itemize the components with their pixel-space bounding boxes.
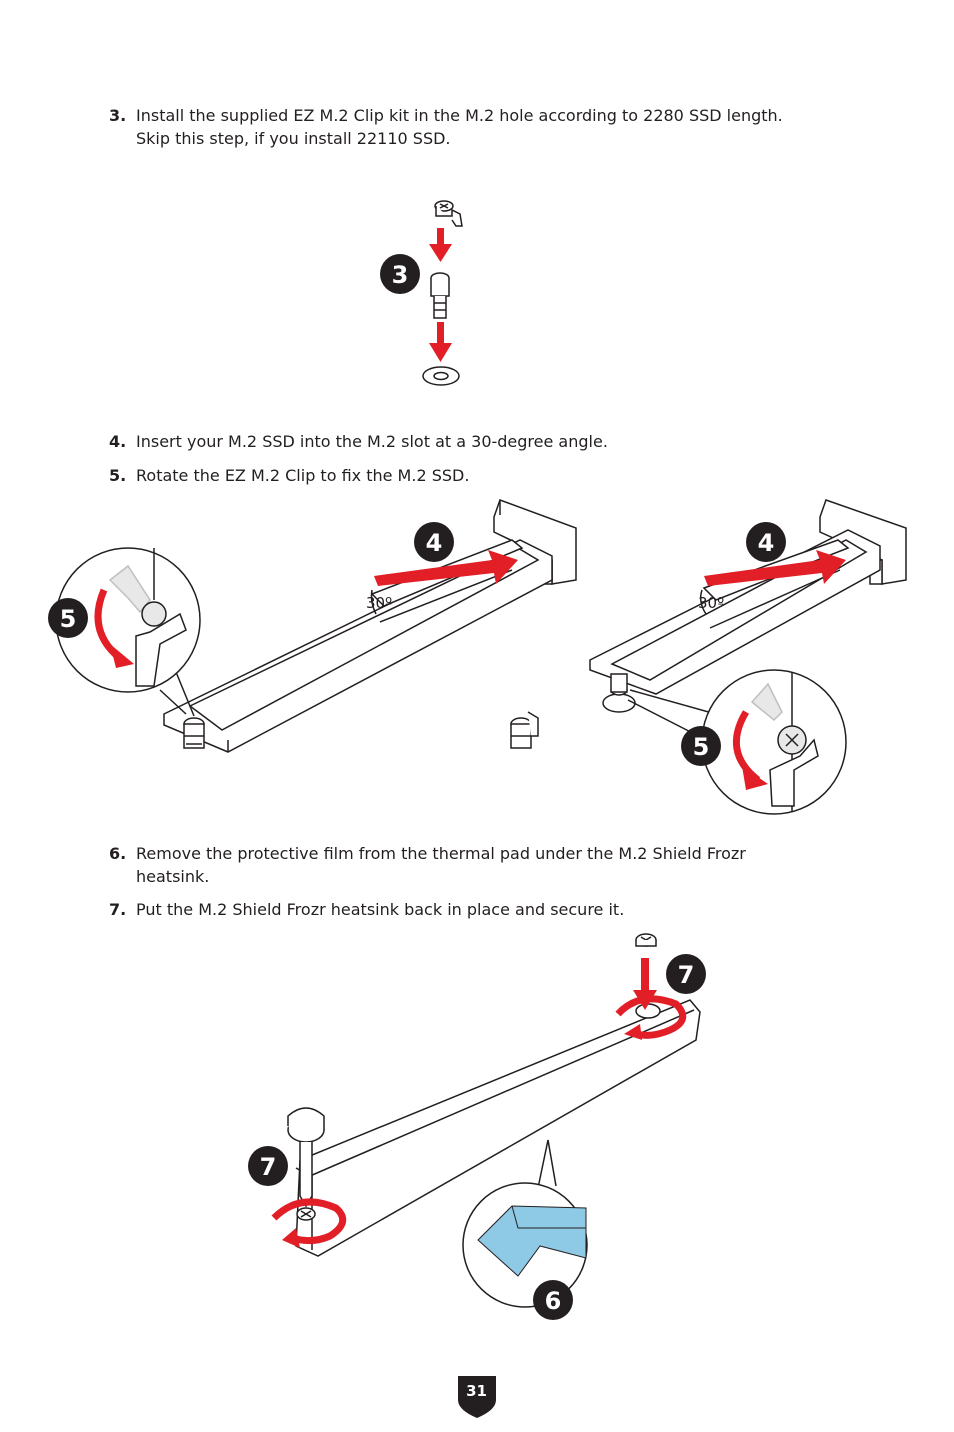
step-number: 4. [109, 432, 127, 451]
step-text-line: Skip this step, if you install 22110 SSD… [136, 129, 451, 148]
clip-icon [510, 711, 539, 749]
step-text-line: Remove the protective film from the ther… [136, 844, 746, 863]
badge-label: 4 [758, 529, 775, 557]
rotate-arrow-icon [271, 1198, 347, 1248]
page-number-shield-icon [458, 1376, 496, 1418]
badge-label: 3 [392, 261, 409, 289]
down-arrow-icon [633, 958, 657, 1010]
angle-label: 30º [698, 594, 724, 612]
step-5-badge: 5 [48, 598, 88, 638]
badge-label: 4 [426, 529, 443, 557]
badge-label: 5 [60, 605, 77, 633]
down-arrow-icon [429, 322, 452, 362]
step-text-line: Insert your M.2 SSD into the M.2 slot at… [136, 432, 608, 451]
step-7-badge: 7 [666, 954, 706, 994]
step-number: 5. [109, 466, 127, 485]
step-number: 3. [109, 106, 127, 125]
step-text-line: heatsink. [136, 867, 210, 886]
rotate-arrow-icon [732, 710, 768, 790]
figure-step-6-7 [287, 933, 701, 1308]
step-5-badge: 5 [681, 726, 721, 766]
step-6-badge: 6 [533, 1280, 573, 1320]
mounting-hole-icon [422, 366, 460, 386]
step-number: 7. [109, 900, 127, 919]
step-text-line: Rotate the EZ M.2 Clip to fix the M.2 SS… [136, 466, 470, 485]
figure-step-3: 3 [380, 200, 463, 386]
step-4-badge: 4 [414, 522, 454, 562]
clip-icon [434, 200, 463, 227]
badge-label: 7 [260, 1153, 277, 1181]
angle-label: 30º [366, 594, 392, 612]
insert-arrow-icon [704, 550, 846, 586]
figure-step-4-5-left [55, 499, 577, 753]
step-4-badge: 4 [746, 522, 786, 562]
step-3-badge: 3 [380, 254, 420, 294]
page-number: 31 [455, 1372, 498, 1418]
badge-label: 7 [678, 961, 695, 989]
step-text-line: Put the M.2 Shield Frozr heatsink back i… [136, 900, 625, 919]
standoff-screw-icon [430, 272, 450, 319]
badge-label: 5 [693, 733, 710, 761]
insert-arrow-icon [374, 550, 518, 586]
rotate-arrow-icon [94, 588, 134, 668]
thermal-pad-icon [477, 1205, 587, 1277]
step-text-line: Install the supplied EZ M.2 Clip kit in … [136, 106, 783, 125]
step-7-badge: 7 [248, 1146, 288, 1186]
badge-label: 6 [545, 1287, 562, 1315]
down-arrow-icon [429, 228, 452, 262]
step-number: 6. [109, 844, 127, 863]
page-number-label: 31 [466, 1382, 487, 1400]
